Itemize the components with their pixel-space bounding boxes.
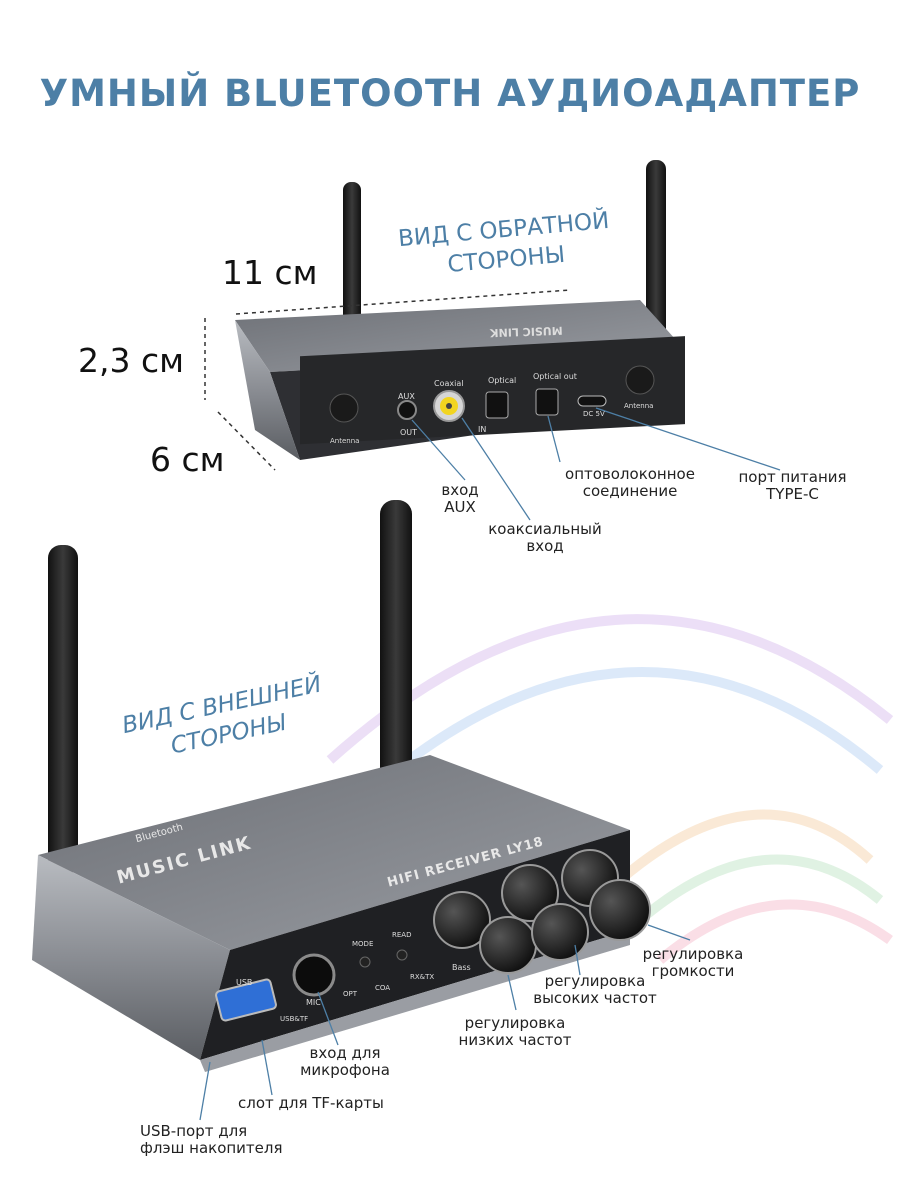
callout-tf-slot: слот для TF-карты: [238, 1094, 384, 1112]
callout-power-port: порт питания TYPE-C: [730, 469, 855, 503]
callout-volume: регулировка громкости: [638, 946, 748, 980]
panel-coa-label: COA: [375, 984, 391, 992]
front-view-device: [32, 500, 651, 1072]
front-antenna-right: [380, 500, 412, 800]
panel-mode-label: MODE: [352, 940, 374, 948]
port-aux-label: AUX: [398, 392, 415, 401]
back-device-brand: MUSIC LINK: [489, 323, 563, 340]
dimension-lines: [204, 289, 571, 471]
callout-mic-line2: микрофона: [300, 1061, 390, 1079]
callout-mic-line1: вход для: [309, 1044, 381, 1062]
port-in-label: IN: [478, 425, 487, 434]
callout-bass-line1: регулировка: [464, 1014, 566, 1032]
callout-usb-port: USB-порт для флэш накопителя: [140, 1123, 300, 1157]
panel-opt-label: OPT: [343, 990, 358, 998]
callout-power-line2: TYPE-C: [766, 485, 819, 503]
callout-optical-line2: соединение: [582, 482, 678, 500]
callout-coax-line2: вход: [526, 537, 564, 555]
callout-treble-line1: регулировка: [544, 972, 646, 990]
callout-aux-input: вход AUX: [425, 482, 495, 516]
dimension-height: 2,3 см: [78, 341, 185, 380]
callout-mic-input: вход для микрофона: [290, 1045, 400, 1079]
callout-usb-line2: флэш накопителя: [140, 1139, 283, 1157]
callout-bass-line2: низких частот: [458, 1031, 572, 1049]
port-coaxial-label: Coaxial: [434, 379, 464, 388]
dimension-length: 11 см: [222, 253, 318, 292]
port-antenna-left-label: Antenna: [330, 437, 360, 445]
callout-aux-line2: AUX: [444, 498, 476, 516]
port-aux-out-label: OUT: [400, 428, 418, 437]
panel-rxtx-label: RX&TX: [410, 973, 435, 981]
front-callout-lines: [199, 924, 691, 1121]
port-optical-out-label: Optical out: [533, 372, 577, 381]
callout-aux-line1: вход: [441, 481, 479, 499]
callout-volume-line1: регулировка: [642, 945, 744, 963]
panel-bass-label: Bass: [452, 963, 471, 972]
callout-coax-line1: коаксиальный: [488, 520, 602, 538]
callout-treble: регулировка высоких частот: [525, 973, 665, 1007]
back-callout-lines: [411, 407, 781, 521]
panel-read-label: READ: [392, 931, 412, 939]
callout-coaxial-input: коаксиальный вход: [480, 521, 610, 555]
panel-usb-label: USB: [236, 978, 253, 987]
panel-usbtf-label: USB&TF: [280, 1015, 309, 1023]
callout-optical: оптоволоконное соединение: [555, 466, 705, 500]
port-dc-label: DC 5V: [583, 410, 605, 418]
page-title: УМНЫЙ BLUETOOTH АУДИОАДАПТЕР: [39, 72, 861, 115]
panel-mic-label: MIC: [306, 998, 321, 1007]
port-antenna-right-label: Antenna: [624, 402, 654, 410]
dimension-depth: 6 см: [150, 440, 225, 479]
front-antenna-left: [48, 545, 78, 875]
callout-optical-line1: оптоволоконное: [565, 465, 695, 483]
callout-usb-line1: USB-порт для: [140, 1122, 248, 1140]
callout-volume-line2: громкости: [651, 962, 735, 980]
callout-treble-line2: высоких частот: [533, 989, 657, 1007]
callout-bass: регулировка низких частот: [450, 1015, 580, 1049]
back-view-device: [235, 160, 685, 460]
callout-power-line1: порт питания: [738, 468, 847, 486]
port-optical-label: Optical: [488, 376, 517, 385]
